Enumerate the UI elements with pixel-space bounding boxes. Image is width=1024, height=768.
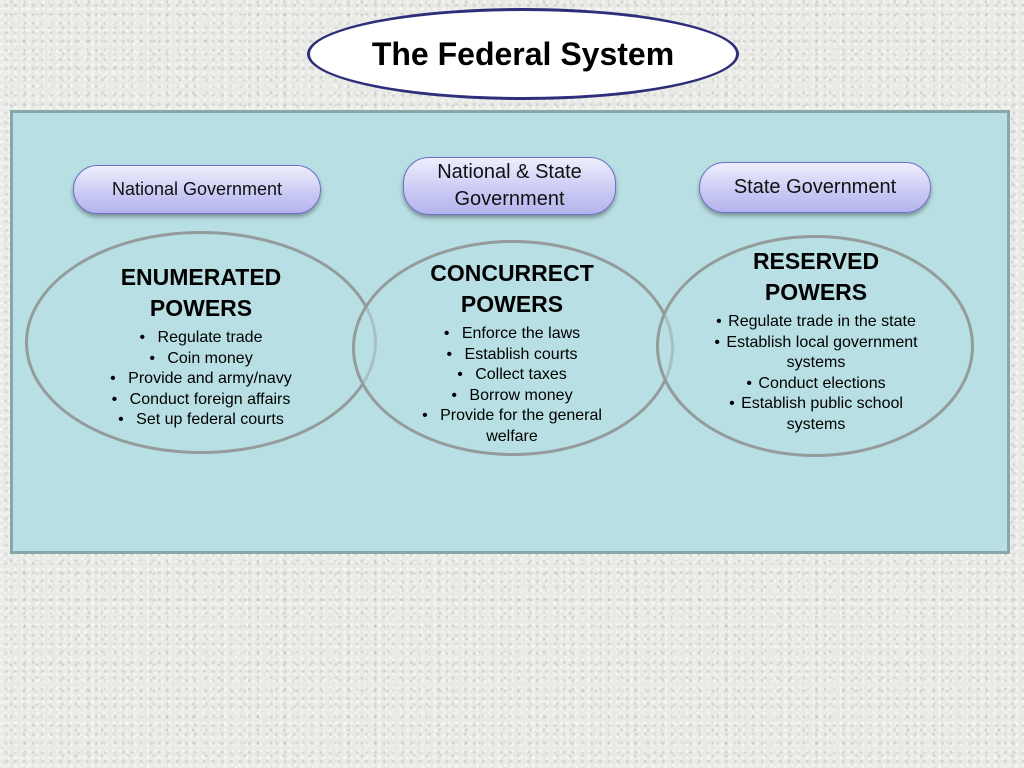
state-government-label: State Government xyxy=(699,162,931,213)
list-item-text: Enforce the laws xyxy=(461,325,581,342)
list-item: • Conduct elections xyxy=(700,374,932,395)
list-item-text: Conduct foreign affairs xyxy=(129,390,291,408)
national-state-government-label: National & State Government xyxy=(403,157,616,215)
title-oval: The Federal System xyxy=(307,8,739,100)
list-item-text: Regulate trade in the state xyxy=(728,313,916,330)
list-item: • Establish courts xyxy=(398,345,626,366)
bullet-icon: • xyxy=(111,390,118,408)
bullet-icon: • xyxy=(118,411,124,428)
enumerated-powers-oval xyxy=(25,231,377,454)
list-item: • Enforce the laws xyxy=(398,324,626,345)
national-government-label: National Government xyxy=(73,165,321,214)
list-item-text: Establish local government systems xyxy=(726,333,918,372)
concurrent-powers-block: CONCURRECT POWERS •Enforce the laws•Esta… xyxy=(398,258,626,447)
list-item-text: Set up federal courts xyxy=(136,411,284,428)
list-item-text: Provide and army/navy xyxy=(128,370,292,387)
enumerated-powers-heading: ENUMERATED POWERS xyxy=(120,264,282,321)
list-item-text: Regulate trade xyxy=(157,329,263,346)
list-item: • Regulate trade in the state xyxy=(700,312,932,333)
list-item: • Establish local government systems xyxy=(700,333,932,374)
list-item: • Regulate trade xyxy=(95,328,307,349)
bullet-icon: • xyxy=(729,395,735,412)
bullet-icon: • xyxy=(422,407,428,424)
bullet-icon: • xyxy=(443,325,450,342)
list-item: • Provide for the general welfare xyxy=(398,406,626,447)
list-item: • Set up federal courts xyxy=(95,410,307,431)
reserved-powers-heading: RESERVED POWERS xyxy=(752,248,880,305)
list-item-text: Establish courts xyxy=(464,345,578,363)
bullet-icon: • xyxy=(714,333,720,351)
list-item-text: Conduct elections xyxy=(758,374,886,392)
bullet-icon: • xyxy=(746,374,753,392)
concurrent-powers-heading: CONCURRECT POWERS xyxy=(430,260,594,317)
bullet-icon: • xyxy=(451,386,458,404)
list-item: • Provide and army/navy xyxy=(95,369,307,390)
list-item: • Borrow money xyxy=(398,386,626,407)
bullet-icon: • xyxy=(457,366,463,383)
enumerated-powers-block: ENUMERATED POWERS •Regulate trade•Coin m… xyxy=(95,262,307,431)
list-item-text: Borrow money xyxy=(469,386,573,404)
reserved-powers-oval xyxy=(656,235,974,457)
bullet-icon: • xyxy=(149,349,155,367)
page-title: The Federal System xyxy=(371,36,675,72)
list-item: • Coin money xyxy=(95,349,307,370)
list-item: • Establish public school systems xyxy=(700,394,932,435)
list-item-text: Collect taxes xyxy=(475,366,567,383)
enumerated-powers-list: •Regulate trade•Coin money•Provide and a… xyxy=(95,328,307,431)
list-item: • Collect taxes xyxy=(398,365,626,386)
list-item: • Conduct foreign affairs xyxy=(95,390,307,411)
bullet-icon: • xyxy=(139,329,146,346)
list-item-text: Provide for the general welfare xyxy=(440,407,602,445)
list-item-text: Establish public school systems xyxy=(741,395,903,433)
bullet-icon: • xyxy=(446,345,453,363)
concurrent-powers-oval xyxy=(352,240,674,456)
concurrent-powers-list: •Enforce the laws•Establish courts•Colle… xyxy=(398,324,626,447)
reserved-powers-list: •Regulate trade in the state•Establish l… xyxy=(700,312,932,435)
list-item-text: Coin money xyxy=(167,349,253,367)
reserved-powers-block: RESERVED POWERS • Regulate trade in the s… xyxy=(700,246,932,435)
bullet-icon: • xyxy=(110,370,116,387)
bullet-icon: • xyxy=(716,313,722,330)
